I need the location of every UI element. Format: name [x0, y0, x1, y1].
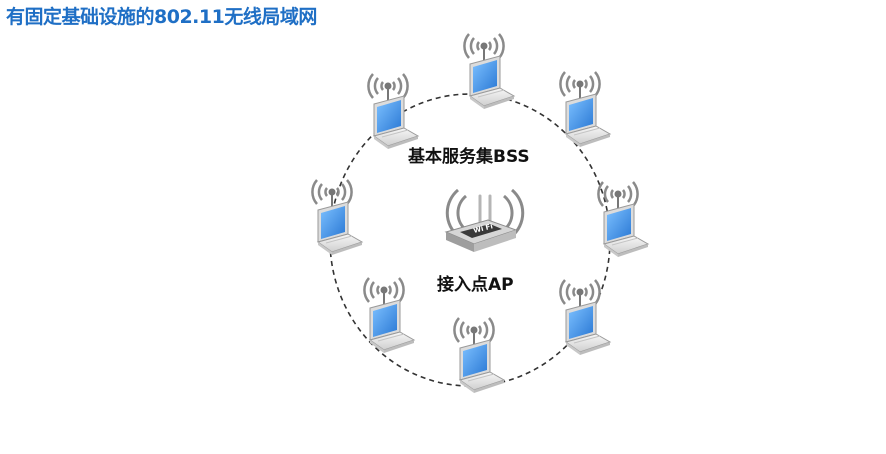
bss-label: 基本服务集BSS — [407, 146, 530, 167]
access-point-icon: Wi Fi — [444, 188, 525, 252]
slide-title: 有固定基础设施的802.11无线局域网 — [6, 6, 317, 28]
wireless-station-right — [598, 182, 648, 257]
ap-label: 接入点AP — [437, 274, 514, 295]
wireless-station-bottom-right — [560, 280, 610, 355]
wireless-station-top-left — [368, 74, 418, 149]
wireless-station-bottom-left — [364, 278, 414, 353]
wireless-station-top — [464, 34, 514, 109]
wireless-station-top-right — [560, 72, 610, 147]
wireless-station-bottom — [454, 318, 504, 393]
